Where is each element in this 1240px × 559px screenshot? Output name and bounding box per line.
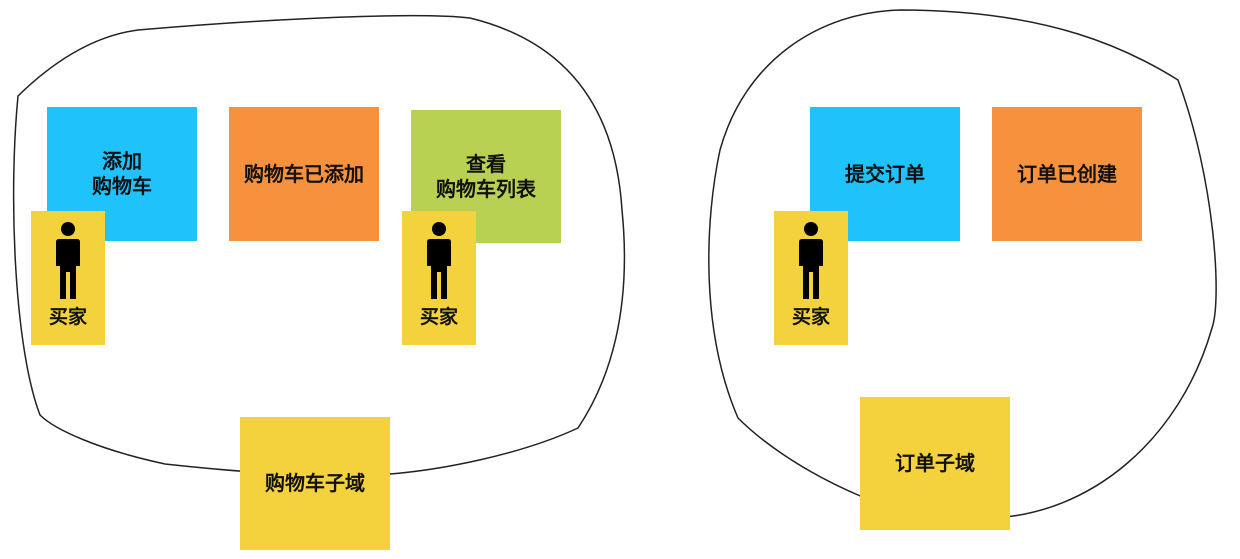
command-submit-order-label: 提交订单: [845, 161, 925, 186]
order-context-boundary: [708, 9, 1217, 520]
subdomain-order: 订单子域: [860, 397, 1010, 530]
subdomain-cart: 购物车子域: [240, 417, 390, 550]
read-model-cart-list-label: 查看 购物车列表: [436, 151, 536, 201]
actor-buyer-2-label: 买家: [419, 306, 458, 328]
event-cart-added-label: 购物车已添加: [244, 161, 364, 186]
person-icon: [799, 222, 823, 299]
person-icon: [427, 222, 451, 299]
event-order-created-label: 订单已创建: [1017, 161, 1117, 186]
command-submit-order: 提交订单: [810, 107, 960, 241]
command-add-to-cart-label: 添加 购物车: [92, 149, 152, 198]
actor-buyer-3: 买家: [774, 211, 848, 345]
subdomain-order-label: 订单子域: [895, 451, 975, 475]
actor-buyer-3-label: 买家: [791, 306, 830, 328]
person-icon: [56, 222, 80, 299]
actor-buyer-1-label: 买家: [48, 306, 87, 328]
event-order-created: 订单已创建: [992, 107, 1142, 241]
actor-buyer-2: 买家: [402, 211, 476, 345]
read-model-cart-list: 查看 购物车列表: [411, 110, 561, 243]
cart-context-boundary: [12, 14, 626, 476]
subdomain-cart-label: 购物车子域: [265, 471, 365, 495]
event-cart-added: 购物车已添加: [229, 107, 379, 241]
actor-buyer-1: 买家: [31, 211, 105, 345]
